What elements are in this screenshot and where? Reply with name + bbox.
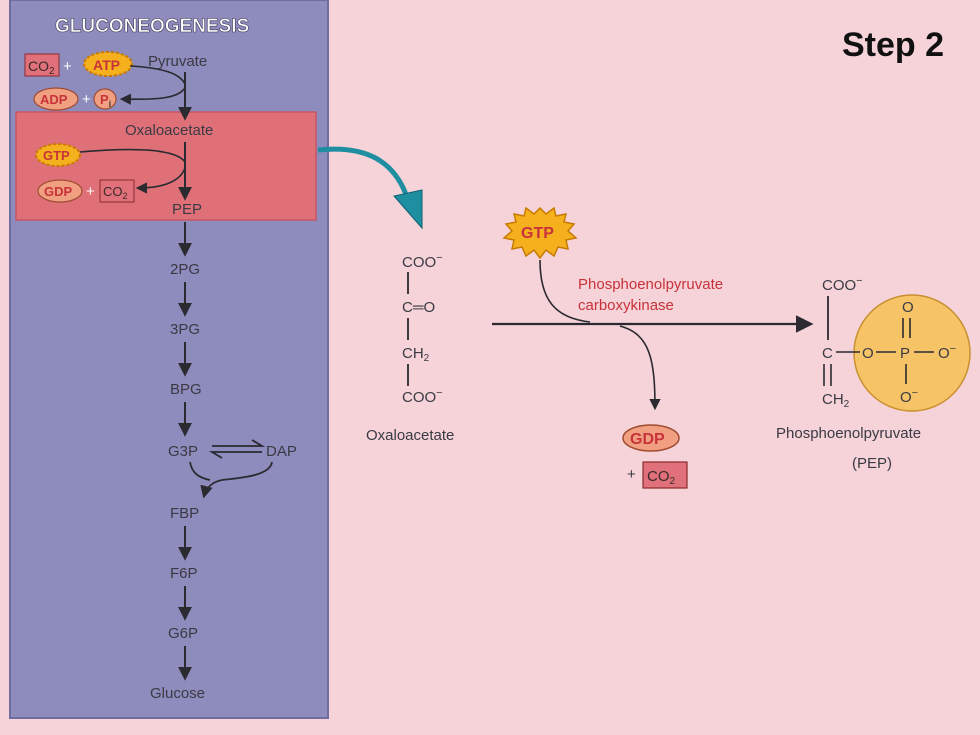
svg-text:ATP: ATP: [93, 57, 120, 73]
svg-text:CH2: CH2: [402, 345, 430, 364]
co2-box: CO2: [642, 461, 688, 489]
svg-text:GDP: GDP: [630, 431, 665, 448]
phosphate-oval: Pi: [93, 88, 117, 110]
svg-text:C: C: [822, 345, 833, 362]
svg-text:O−: O−: [938, 343, 956, 362]
bpg-label: BPG: [170, 381, 202, 398]
svg-text:P: P: [900, 345, 910, 362]
g6p-label: G6P: [168, 625, 198, 642]
svg-text:CO2: CO2: [103, 184, 128, 201]
svg-text:GDP: GDP: [44, 184, 73, 199]
adp-oval: ADP: [33, 87, 79, 111]
pep-structure: COO− C CH2 O P O− O O−: [822, 275, 956, 410]
svg-text:GTP: GTP: [521, 225, 554, 242]
atp-in-curve: [129, 65, 186, 85]
svg-text:GTP: GTP: [43, 148, 70, 163]
svg-text:CO2: CO2: [28, 58, 55, 77]
3pg-label: 3PG: [170, 321, 200, 338]
svg-text:O: O: [902, 299, 914, 316]
pep-label: PEP: [172, 201, 202, 218]
gtp-burst-small: GTP: [35, 143, 81, 167]
svg-text:ADP: ADP: [40, 92, 68, 107]
atp-burst: ATP: [83, 51, 133, 77]
gdp-oval: GDP: [622, 424, 680, 452]
product-name-line2: (PEP): [852, 455, 892, 472]
g3p-label: G3P: [168, 443, 198, 460]
gdp-oval-small: GDP: [37, 179, 83, 203]
dap-label: DAP: [266, 443, 297, 460]
svg-text:COO−: COO−: [402, 387, 443, 406]
svg-text:O−: O−: [900, 387, 918, 406]
phosphate-circle: [853, 294, 971, 412]
plus-sign: +: [82, 91, 91, 108]
gdp-out-arrow: [619, 325, 661, 411]
substrate-name: Oxaloacetate: [366, 427, 454, 444]
oxaloacetate-structure: COO− C═O CH2 COO−: [402, 252, 443, 406]
gdp-out-curve: [135, 167, 186, 194]
2pg-label: 2PG: [170, 261, 200, 278]
fbp-label: FBP: [170, 505, 199, 522]
plus-sign: +: [63, 58, 72, 75]
product-name-line1: Phosphoenolpyruvate: [776, 425, 921, 442]
enzyme-name-line1: Phosphoenolpyruvate: [578, 276, 723, 293]
panel-title: GLUCONEOGENESIS: [55, 16, 249, 37]
gtp-in-curve: [79, 148, 186, 163]
g3p-to-fbp-curve: [189, 461, 211, 481]
step-label: Step 2: [842, 26, 944, 64]
svg-text:COO−: COO−: [402, 252, 443, 271]
f6p-label: F6P: [170, 565, 198, 582]
oxaloacetate-label: Oxaloacetate: [125, 122, 213, 139]
plus-sign: +: [86, 183, 95, 200]
gtp-in-arrow: [539, 259, 591, 323]
svg-text:C═O: C═O: [402, 299, 435, 316]
svg-text:CO2: CO2: [647, 468, 676, 487]
svg-text:O: O: [862, 345, 874, 362]
pyruvate-label: Pyruvate: [148, 53, 207, 70]
gtp-burst: GTP: [502, 206, 578, 260]
plus-sign: +: [627, 466, 636, 483]
dap-to-fbp-curve: [200, 461, 273, 499]
enzyme-name-line2: carboxykinase: [578, 297, 674, 314]
dap-g3p-equilibrium-arrow: [208, 451, 262, 459]
zoom-arrow-head: [393, 189, 423, 230]
adp-out-curve: [119, 87, 186, 105]
zoom-arrow: [317, 146, 411, 201]
svg-text:COO−: COO−: [822, 275, 863, 294]
svg-text:Pi: Pi: [100, 92, 111, 109]
co2-box-top: CO2: [24, 53, 60, 77]
g3p-dap-equilibrium-arrow: [212, 439, 266, 447]
svg-text:CH2: CH2: [822, 391, 850, 410]
glucose-label: Glucose: [150, 685, 205, 702]
co2-box-small: CO2: [99, 179, 135, 203]
